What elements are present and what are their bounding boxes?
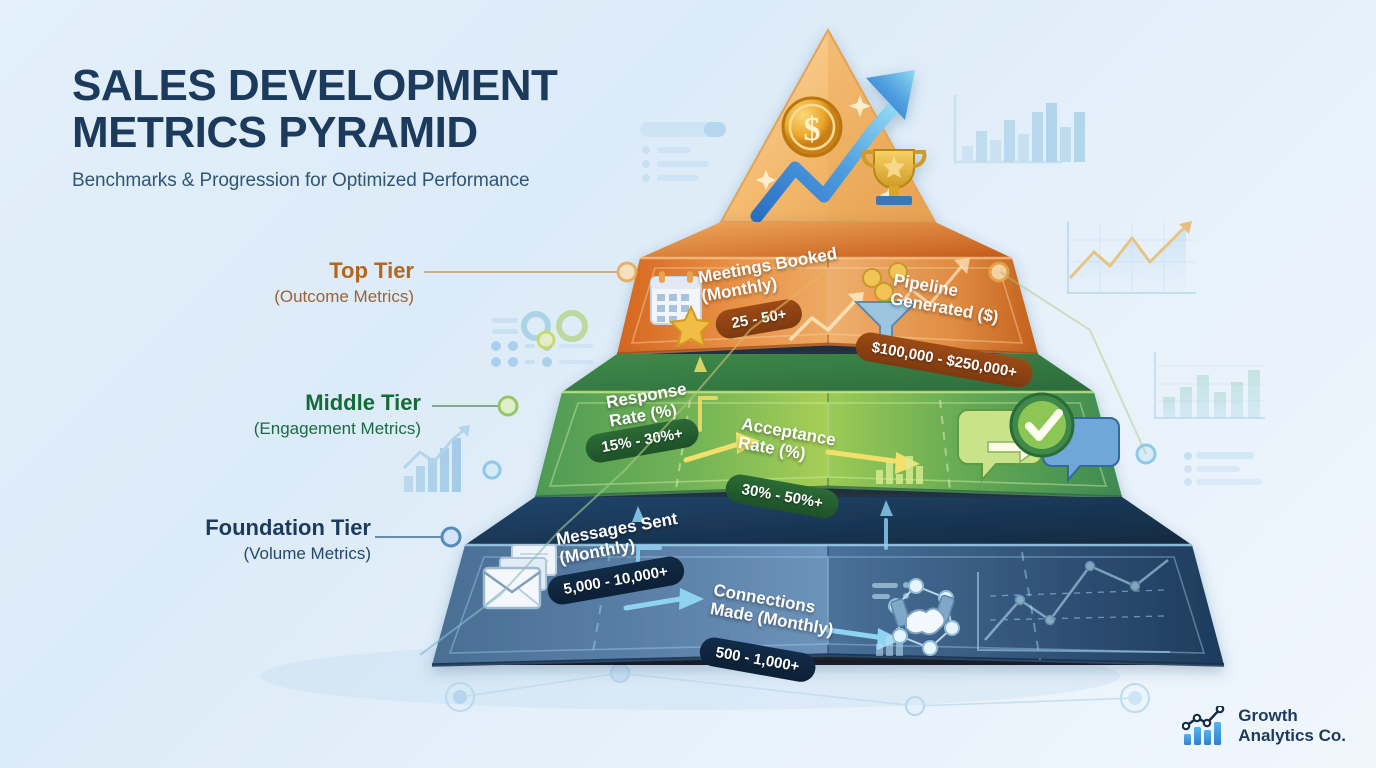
tier-label-foundation: Foundation Tier (Volume Metrics) — [205, 515, 371, 565]
handshake-network-icon — [888, 578, 960, 656]
tier-label-top-name: Top Tier — [329, 258, 414, 283]
tier-label-top-category: (Outcome Metrics) — [274, 287, 414, 307]
page-title: SALES DEVELOPMENT METRICS PYRAMID — [72, 62, 672, 156]
tier-label-foundation-category: (Volume Metrics) — [243, 544, 371, 564]
brand-name-line-1: Growth — [1238, 705, 1298, 725]
check-circle-icon — [1009, 392, 1075, 458]
dollar-coin-icon: $ — [781, 96, 843, 158]
title-line-1: SALES DEVELOPMENT — [72, 61, 558, 110]
tier-label-middle: Middle Tier (Engagement Metrics) — [254, 390, 421, 440]
brand-name: Growth Analytics Co. — [1238, 706, 1346, 746]
tier-label-middle-name: Middle Tier — [305, 390, 421, 415]
trophy-icon — [861, 149, 927, 205]
title-line-2: METRICS PYRAMID — [72, 108, 478, 158]
bar-line-chart-icon — [1182, 705, 1225, 745]
svg-text:$: $ — [804, 111, 821, 148]
brand-logo: Growth Analytics Co. — [1182, 706, 1346, 746]
tier-label-foundation-name: Foundation Tier — [205, 515, 371, 540]
pyramid-apex: $ — [719, 27, 937, 223]
tier-label-middle-category: (Engagement Metrics) — [253, 419, 421, 439]
funnel-coins-icon — [853, 262, 919, 344]
header: SALES DEVELOPMENT METRICS PYRAMID Benchm… — [72, 62, 672, 192]
brand-name-line-2: Analytics Co. — [1238, 725, 1346, 745]
tier-label-top: Top Tier (Outcome Metrics) — [274, 258, 414, 308]
page-subtitle: Benchmarks & Progression for Optimized P… — [72, 170, 530, 192]
